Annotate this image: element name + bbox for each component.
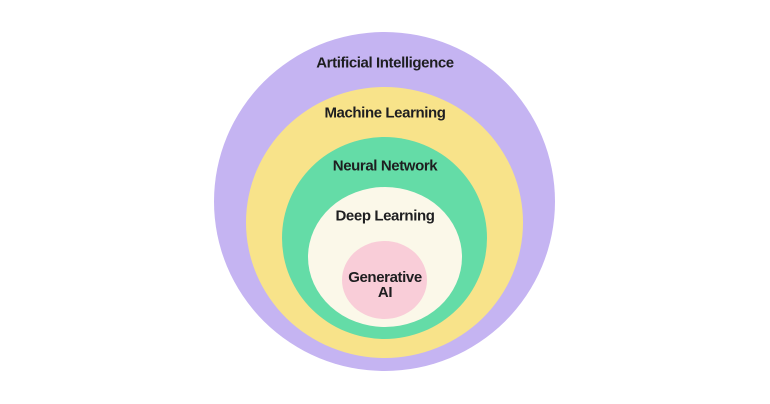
circle-generative-ai (342, 241, 427, 319)
label-generative-ai-line1: Generative (348, 269, 422, 286)
label-artificial-intelligence: Artificial Intelligence (316, 54, 454, 72)
label-neural-network: Neural Network (332, 157, 438, 175)
label-machine-learning: Machine Learning (324, 104, 446, 122)
label-deep-learning: Deep Learning (335, 207, 435, 225)
label-generative-ai: Generative AI (348, 270, 422, 300)
label-generative-ai-line2: AI (377, 284, 393, 301)
